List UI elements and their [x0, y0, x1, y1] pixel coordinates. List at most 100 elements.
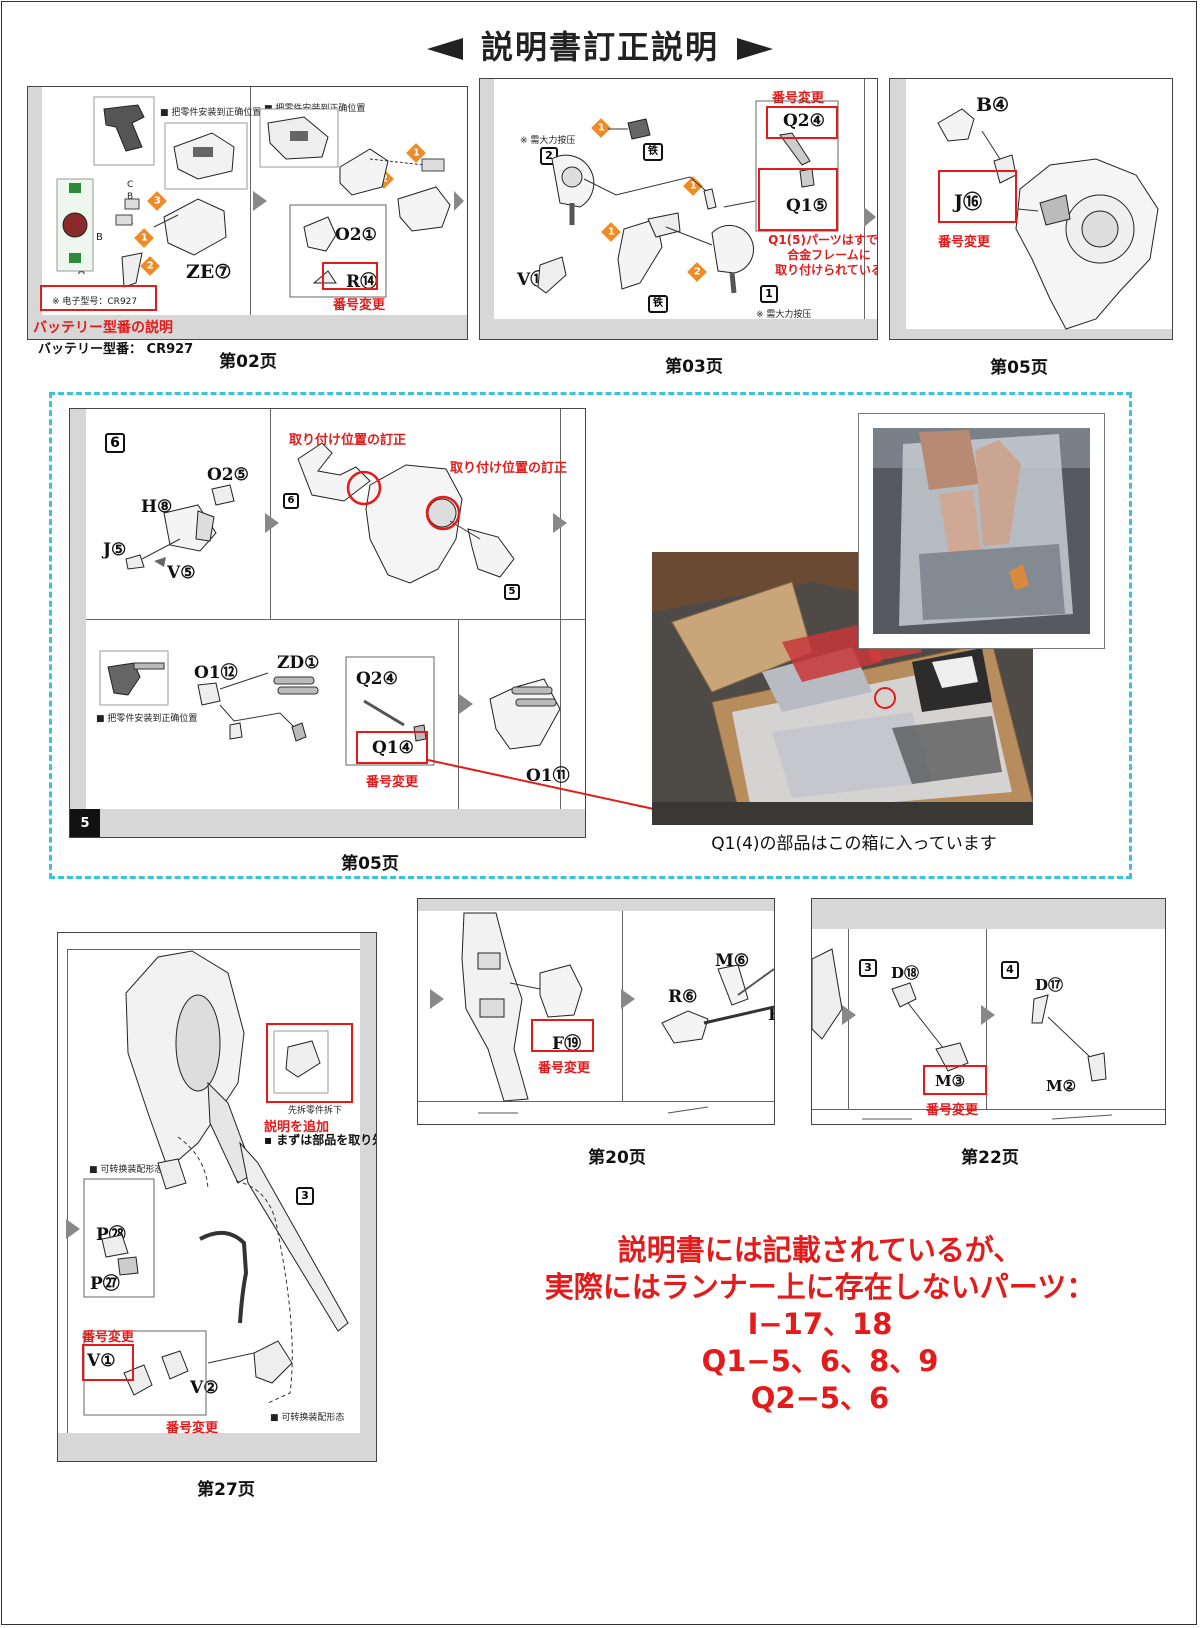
page-footer-bar — [480, 319, 877, 339]
battery-explanation-title: バッテリー型番の説明 — [33, 320, 173, 336]
bag-photo — [858, 413, 1105, 649]
part-v5: V⑤ — [167, 563, 196, 583]
first-remove-note: 先拆零件拆下 — [288, 1106, 343, 1116]
battery-letter-b: B — [127, 192, 134, 202]
battery-model: バッテリー型番： CR927 — [38, 342, 194, 357]
part-m2: M② — [1046, 1077, 1077, 1095]
step-number-3: 3 — [859, 959, 877, 977]
convert-note-2: ■ 可转换装配形态 — [270, 1413, 345, 1423]
label-number-change: 番号変更 — [333, 298, 386, 313]
part-zd1: ZD① — [277, 653, 320, 673]
highlight-m3 — [923, 1065, 987, 1095]
page-margin-bar — [480, 79, 494, 339]
note-line-5: Q2−5、6 — [750, 1381, 890, 1415]
part-b4: B④ — [976, 94, 1010, 116]
left-arrow-icon — [426, 38, 463, 60]
page05-large-drawings — [99, 442, 561, 766]
part-r14: R⑭ — [346, 272, 378, 292]
battery-letter-c: C — [127, 180, 134, 190]
step-number-6: 6 — [105, 433, 125, 453]
manual-page-22: 3 4 D⑱ D⑰ M③ M② 番号変更 — [811, 898, 1166, 1125]
circuit-letter-b: B — [96, 232, 103, 243]
step-number-4: 4 — [1001, 961, 1019, 979]
label-number-change: 番号変更 — [938, 235, 991, 250]
page-header-bar — [812, 899, 1165, 929]
q1-note: Q1(5)パーツはすでに合金フレームに取り付けられている — [768, 233, 878, 277]
part-q1-4: Q1④ — [372, 738, 414, 758]
label-number-change: 番号変更 — [926, 1103, 979, 1118]
highlight-f19 — [531, 1019, 594, 1052]
page-footer-bar — [58, 1433, 376, 1461]
page22-drawings — [812, 948, 1113, 1120]
highlight-q1-5 — [758, 168, 838, 231]
part-m3: M③ — [935, 1072, 966, 1090]
page20-drawings — [461, 912, 774, 1114]
caption-page-27: 第27页 — [197, 1480, 255, 1500]
title-text: 説明書訂正説明 — [480, 28, 719, 66]
page-margin-bar — [70, 409, 86, 837]
install-note: ■ 把零件安装到正确位置 — [96, 714, 198, 724]
label-number-change-2: 番号変更 — [166, 1421, 219, 1436]
part-j5: J⑤ — [103, 540, 127, 560]
page03-drawings — [537, 100, 839, 294]
part-j16: J⑯ — [954, 191, 982, 213]
step-number-3: 3 — [296, 1187, 314, 1205]
page-margin-bar — [360, 933, 376, 1461]
caption-page-20: 第20页 — [588, 1148, 646, 1168]
page-footer-bar — [890, 329, 1172, 339]
right-arrow-icon — [737, 38, 773, 60]
manual-page-02: ■ 把零件安装到正确位置 ■ 把零件安装到正确位置 ZE⑦ O2① R⑭ ※ 电… — [27, 86, 468, 340]
page-footer-bar — [70, 809, 585, 837]
highlight-chip-model — [40, 285, 157, 311]
part-e: E — [768, 1005, 774, 1025]
step-number-1: 1 — [760, 285, 778, 303]
label-number-change-1: 番号変更 — [82, 1330, 135, 1345]
manual-page-05-small: B④ J⑯ 番号変更 — [889, 78, 1173, 340]
part-q1-5: Q1⑤ — [786, 196, 828, 216]
highlight-v1 — [82, 1344, 134, 1381]
part-v1: V① — [87, 1351, 116, 1371]
page-margin-bar — [890, 79, 906, 339]
page27-drawings — [83, 950, 349, 1416]
inner-step-6: 6 — [283, 493, 299, 509]
page05-small-drawings — [937, 108, 1159, 330]
part-p27: P㉗ — [90, 1274, 120, 1294]
caption-page-22: 第22页 — [961, 1148, 1019, 1168]
position-fix-2: 取り付け位置の訂正 — [450, 461, 568, 476]
highlight-region — [49, 392, 1132, 879]
chip-model-label: ※ 电子型号：CR927 — [52, 297, 138, 307]
note-line-2: 実際にはランナー上に存在しないパーツ： — [544, 1270, 1096, 1304]
highlight-q1-4 — [356, 731, 428, 764]
note-line-1: 説明書には記載されているが、 — [617, 1233, 1023, 1267]
part-r6: R⑥ — [668, 987, 698, 1007]
highlight-r14 — [322, 262, 378, 290]
page-number: 5 — [70, 809, 100, 837]
caption-page-02: 第02页 — [219, 352, 277, 372]
part-o1-12: O1⑫ — [194, 663, 238, 683]
page-header-bar — [418, 899, 774, 911]
label-number-change: 番号変更 — [772, 91, 825, 106]
label-number-change: 番号変更 — [366, 775, 419, 790]
manual-page-03: 番号変更 Q2④ Q1⑤ V⑪ ※ 需大力按压 ※ 需大力按压 2 1 铁 铁 … — [479, 78, 878, 340]
part-v2: V② — [190, 1378, 219, 1398]
part-d18: D⑱ — [891, 964, 920, 982]
press-note-1: ※ 需大力按压 — [520, 136, 576, 146]
page02-drawings — [56, 96, 451, 298]
part-o1-11: O1⑪ — [526, 766, 570, 786]
part-o2-5: O2⑤ — [207, 465, 249, 485]
part-f19: F⑲ — [552, 1034, 582, 1054]
part-o2-1: O2① — [335, 225, 377, 245]
highlight-q2-4 — [766, 106, 838, 139]
manual-page-20: F⑲ M⑥ R⑥ E 番号変更 — [417, 898, 775, 1125]
note-line-3: I−17、18 — [747, 1307, 893, 1341]
position-fix-1: 取り付け位置の訂正 — [289, 433, 407, 448]
iron-label-1: 铁 — [643, 143, 663, 161]
part-ze7: ZE⑦ — [186, 261, 232, 283]
inner-step-5: 5 — [504, 584, 520, 600]
convert-note-1: ■ 可转换装配形态 — [89, 1165, 164, 1175]
note-line-4: Q1−5、6、8、9 — [701, 1344, 939, 1378]
label-number-change: 番号変更 — [538, 1061, 591, 1076]
page-margin-bar — [28, 87, 42, 339]
